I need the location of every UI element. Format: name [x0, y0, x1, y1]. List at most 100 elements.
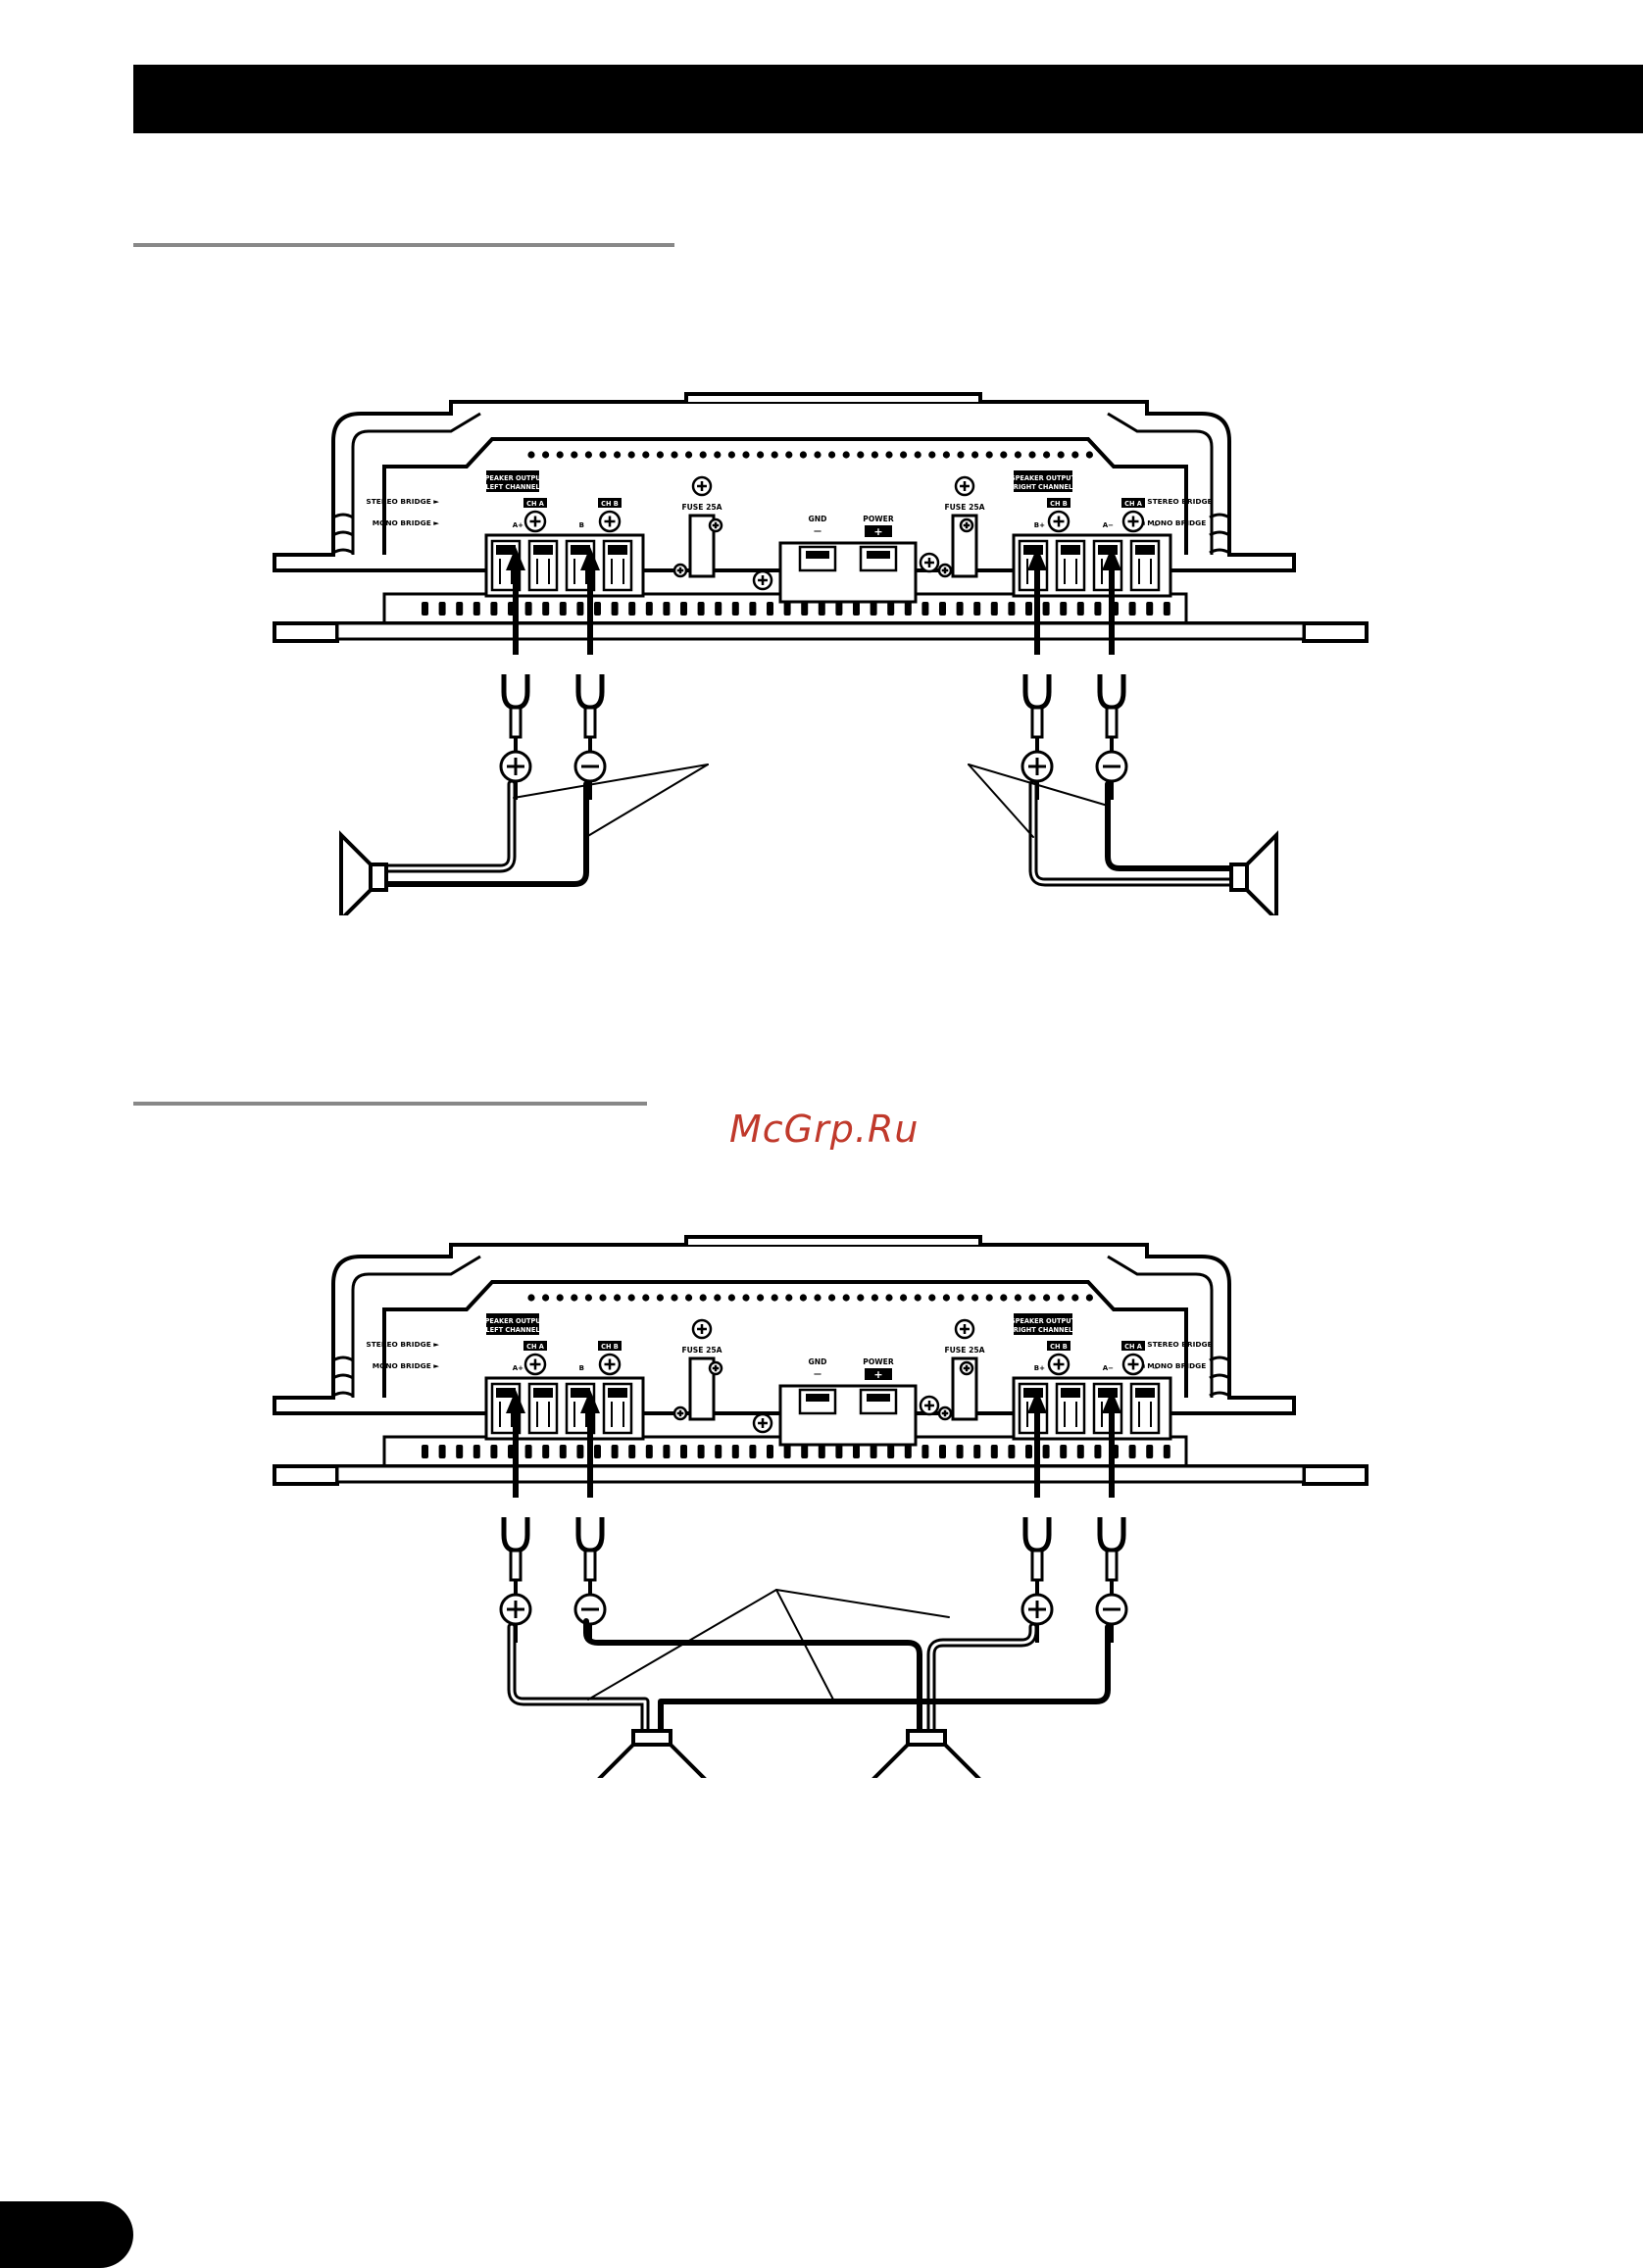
- vent-dot: [914, 451, 921, 459]
- vent-slot: [438, 602, 446, 616]
- amp-foot: [1302, 1464, 1369, 1486]
- stereo-bridge-right: ◄ STEREO BRIDGE: [1139, 1340, 1213, 1349]
- vent-slot: [594, 602, 601, 616]
- vent-dot: [556, 1294, 564, 1302]
- vent-dot: [1085, 451, 1093, 459]
- speaker-output-left-sub: LEFT CHANNEL: [485, 1326, 540, 1334]
- vent-slot: [1025, 1445, 1032, 1458]
- vent-dot: [627, 451, 635, 459]
- heatsink-fin: [1209, 1373, 1230, 1380]
- heatsink-fin: [332, 530, 354, 537]
- vent-slot: [524, 602, 532, 616]
- vent-slot: [870, 602, 877, 616]
- vent-dot: [1071, 451, 1079, 459]
- vent-slot: [990, 602, 998, 616]
- vent-slot: [767, 602, 773, 616]
- vent-slot: [1128, 1445, 1136, 1458]
- speaker-icon: [871, 1729, 981, 1778]
- amp-base: [335, 1464, 1306, 1484]
- connections: [499, 1390, 1128, 1643]
- vent-dot: [571, 451, 578, 459]
- vent-dot: [1014, 451, 1021, 459]
- vent-slot: [1128, 602, 1136, 616]
- vent-slot: [438, 1445, 446, 1458]
- vent-slot: [1076, 602, 1084, 616]
- vent-slot: [835, 1445, 843, 1458]
- section-rule-2: [133, 1102, 647, 1106]
- fuse-right-label: FUSE 25A: [944, 1346, 984, 1355]
- speaker-output-left-label: [486, 470, 539, 492]
- vent-dot: [714, 1294, 722, 1302]
- vent-slot: [576, 602, 584, 616]
- vent-dot: [771, 451, 778, 459]
- vent-slot: [956, 1445, 964, 1458]
- watermark: McGrp.Ru: [729, 1108, 920, 1151]
- vent-slot: [1146, 602, 1154, 616]
- vent-dot: [714, 451, 722, 459]
- vent-dot: [556, 451, 564, 459]
- arrow-head: [1102, 547, 1121, 570]
- vent-slot: [422, 1445, 428, 1458]
- speaker-output-left-sub: LEFT CHANNEL: [485, 483, 540, 491]
- heatsink-fin: [1209, 513, 1230, 519]
- vent-slot: [1042, 1445, 1050, 1458]
- ch-b-left-text: CH B: [601, 500, 619, 508]
- b-label: B: [579, 1364, 584, 1372]
- vent-dot: [799, 1294, 808, 1302]
- vent-slot: [715, 602, 722, 616]
- vent-dot: [814, 451, 822, 459]
- ch-b-left: [598, 498, 622, 508]
- mono-bridge-left: MONO BRIDGE ►: [373, 1361, 440, 1370]
- vent-slot: [697, 602, 705, 616]
- vent-slot: [853, 1445, 860, 1458]
- vent-dot: [671, 1294, 678, 1302]
- vent-slot: [921, 1445, 929, 1458]
- vent-slot: [1042, 602, 1050, 616]
- heatsink-fin: [332, 548, 354, 555]
- vent-dot: [871, 451, 879, 459]
- vent-slot: [870, 1445, 877, 1458]
- ch-b-right-text: CH B: [1050, 500, 1068, 508]
- vent-dot: [614, 1294, 622, 1302]
- a-plus-label: A+: [513, 521, 523, 529]
- b-plus-label: B+: [1034, 1364, 1045, 1372]
- fuse-left-label: FUSE 25A: [681, 503, 722, 512]
- vent-dot: [828, 1294, 836, 1302]
- vent-slot: [887, 602, 895, 616]
- vent-slot: [973, 602, 981, 616]
- vent-dot: [799, 451, 808, 459]
- a-minus-label: A−: [1103, 521, 1114, 529]
- vent-dot: [1071, 1294, 1079, 1302]
- vent-dot: [742, 451, 750, 459]
- amp-base: [335, 621, 1306, 641]
- heatsink-fin: [1209, 1391, 1230, 1398]
- vent-slot: [990, 1445, 998, 1458]
- vent-dot: [699, 1294, 707, 1302]
- mono-bridge-right: ◄ MONO BRIDGE: [1139, 1361, 1206, 1370]
- speaker-icon: [339, 830, 388, 915]
- vent-slot: [473, 1445, 480, 1458]
- vent-slot: [1163, 1445, 1170, 1458]
- heatsink-fin: [1209, 530, 1230, 537]
- vent-slot: [628, 602, 636, 616]
- vent-slot: [818, 1445, 825, 1458]
- speaker-output-left-label: [486, 1313, 539, 1335]
- section-rule-1: [133, 243, 674, 247]
- vent-dot: [1057, 1294, 1065, 1302]
- amp-foot: [1302, 621, 1369, 643]
- ch-a-left-text: CH A: [526, 500, 545, 508]
- power-label: POWER: [863, 515, 894, 523]
- vent-dot: [527, 451, 535, 459]
- power-plus-box: [865, 1368, 892, 1380]
- vent-dot: [1028, 1294, 1036, 1302]
- amp-top-handle: [684, 392, 982, 402]
- fuse-left-label: FUSE 25A: [681, 1346, 722, 1355]
- vent-slot: [645, 602, 653, 616]
- gnd-minus: —: [814, 1369, 822, 1378]
- ch-b-left: [598, 1341, 622, 1351]
- arrow-head: [1027, 547, 1047, 570]
- vent-slot: [1008, 1445, 1016, 1458]
- vent-slot: [559, 1445, 567, 1458]
